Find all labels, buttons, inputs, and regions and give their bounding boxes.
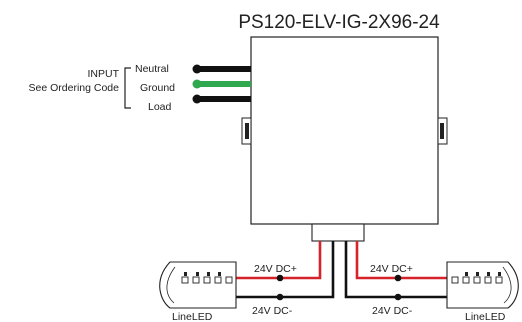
neutral-wire-end (192, 64, 202, 74)
mounting-tab-right (437, 117, 448, 145)
ground-wire-end (192, 79, 202, 89)
output-wires (236, 241, 447, 299)
right-led-strip: LineLED (446, 261, 519, 322)
output-connector (311, 223, 365, 242)
wire-label-neutral: Neutral (135, 63, 169, 75)
power-supply-box (250, 36, 439, 225)
junction-dot-right-negative (394, 293, 402, 301)
right-positive-label: 24V DC+ (370, 263, 413, 275)
load-wire-end (192, 94, 202, 104)
input-wires (192, 64, 251, 104)
input-label: INPUT (88, 68, 120, 80)
wire-label-load: Load (148, 101, 172, 113)
junction-dot-left-positive (276, 274, 284, 282)
left-negative-label: 24V DC- (252, 305, 293, 317)
wire-label-ground: Ground (140, 82, 175, 94)
left-negative-wire (236, 241, 335, 299)
left-led-strip: LineLED (159, 261, 237, 322)
junction-dot-right-positive (394, 274, 402, 282)
input-bracket (124, 67, 131, 109)
input-subtitle: See Ordering Code (29, 82, 120, 94)
right-positive-wire (355, 241, 447, 280)
mounting-tab-left (241, 117, 252, 145)
right-strip-label: LineLED (465, 311, 506, 322)
left-positive-wire (236, 241, 322, 280)
left-positive-label: 24V DC+ (254, 263, 297, 275)
left-strip-label: LineLED (172, 311, 213, 322)
junction-dot-left-negative (276, 293, 284, 301)
diagram-title: PS120-ELV-IG-2X96-24 (238, 12, 440, 33)
right-negative-label: 24V DC- (372, 305, 413, 317)
right-negative-wire (344, 241, 447, 299)
